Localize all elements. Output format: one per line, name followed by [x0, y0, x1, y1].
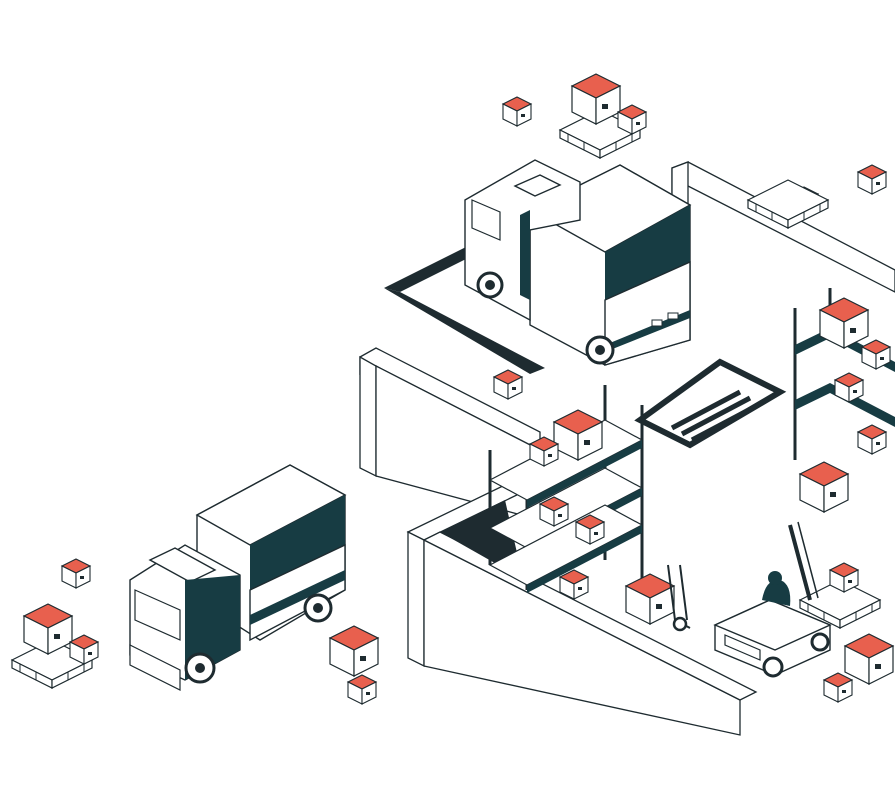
hand-truck-icon — [667, 564, 691, 632]
forklift-icon — [713, 521, 832, 678]
delivery-truck-front — [129, 464, 347, 691]
delivery-truck-back — [464, 159, 692, 366]
loading-zone-marking — [384, 245, 787, 449]
partition-wall — [359, 347, 541, 521]
